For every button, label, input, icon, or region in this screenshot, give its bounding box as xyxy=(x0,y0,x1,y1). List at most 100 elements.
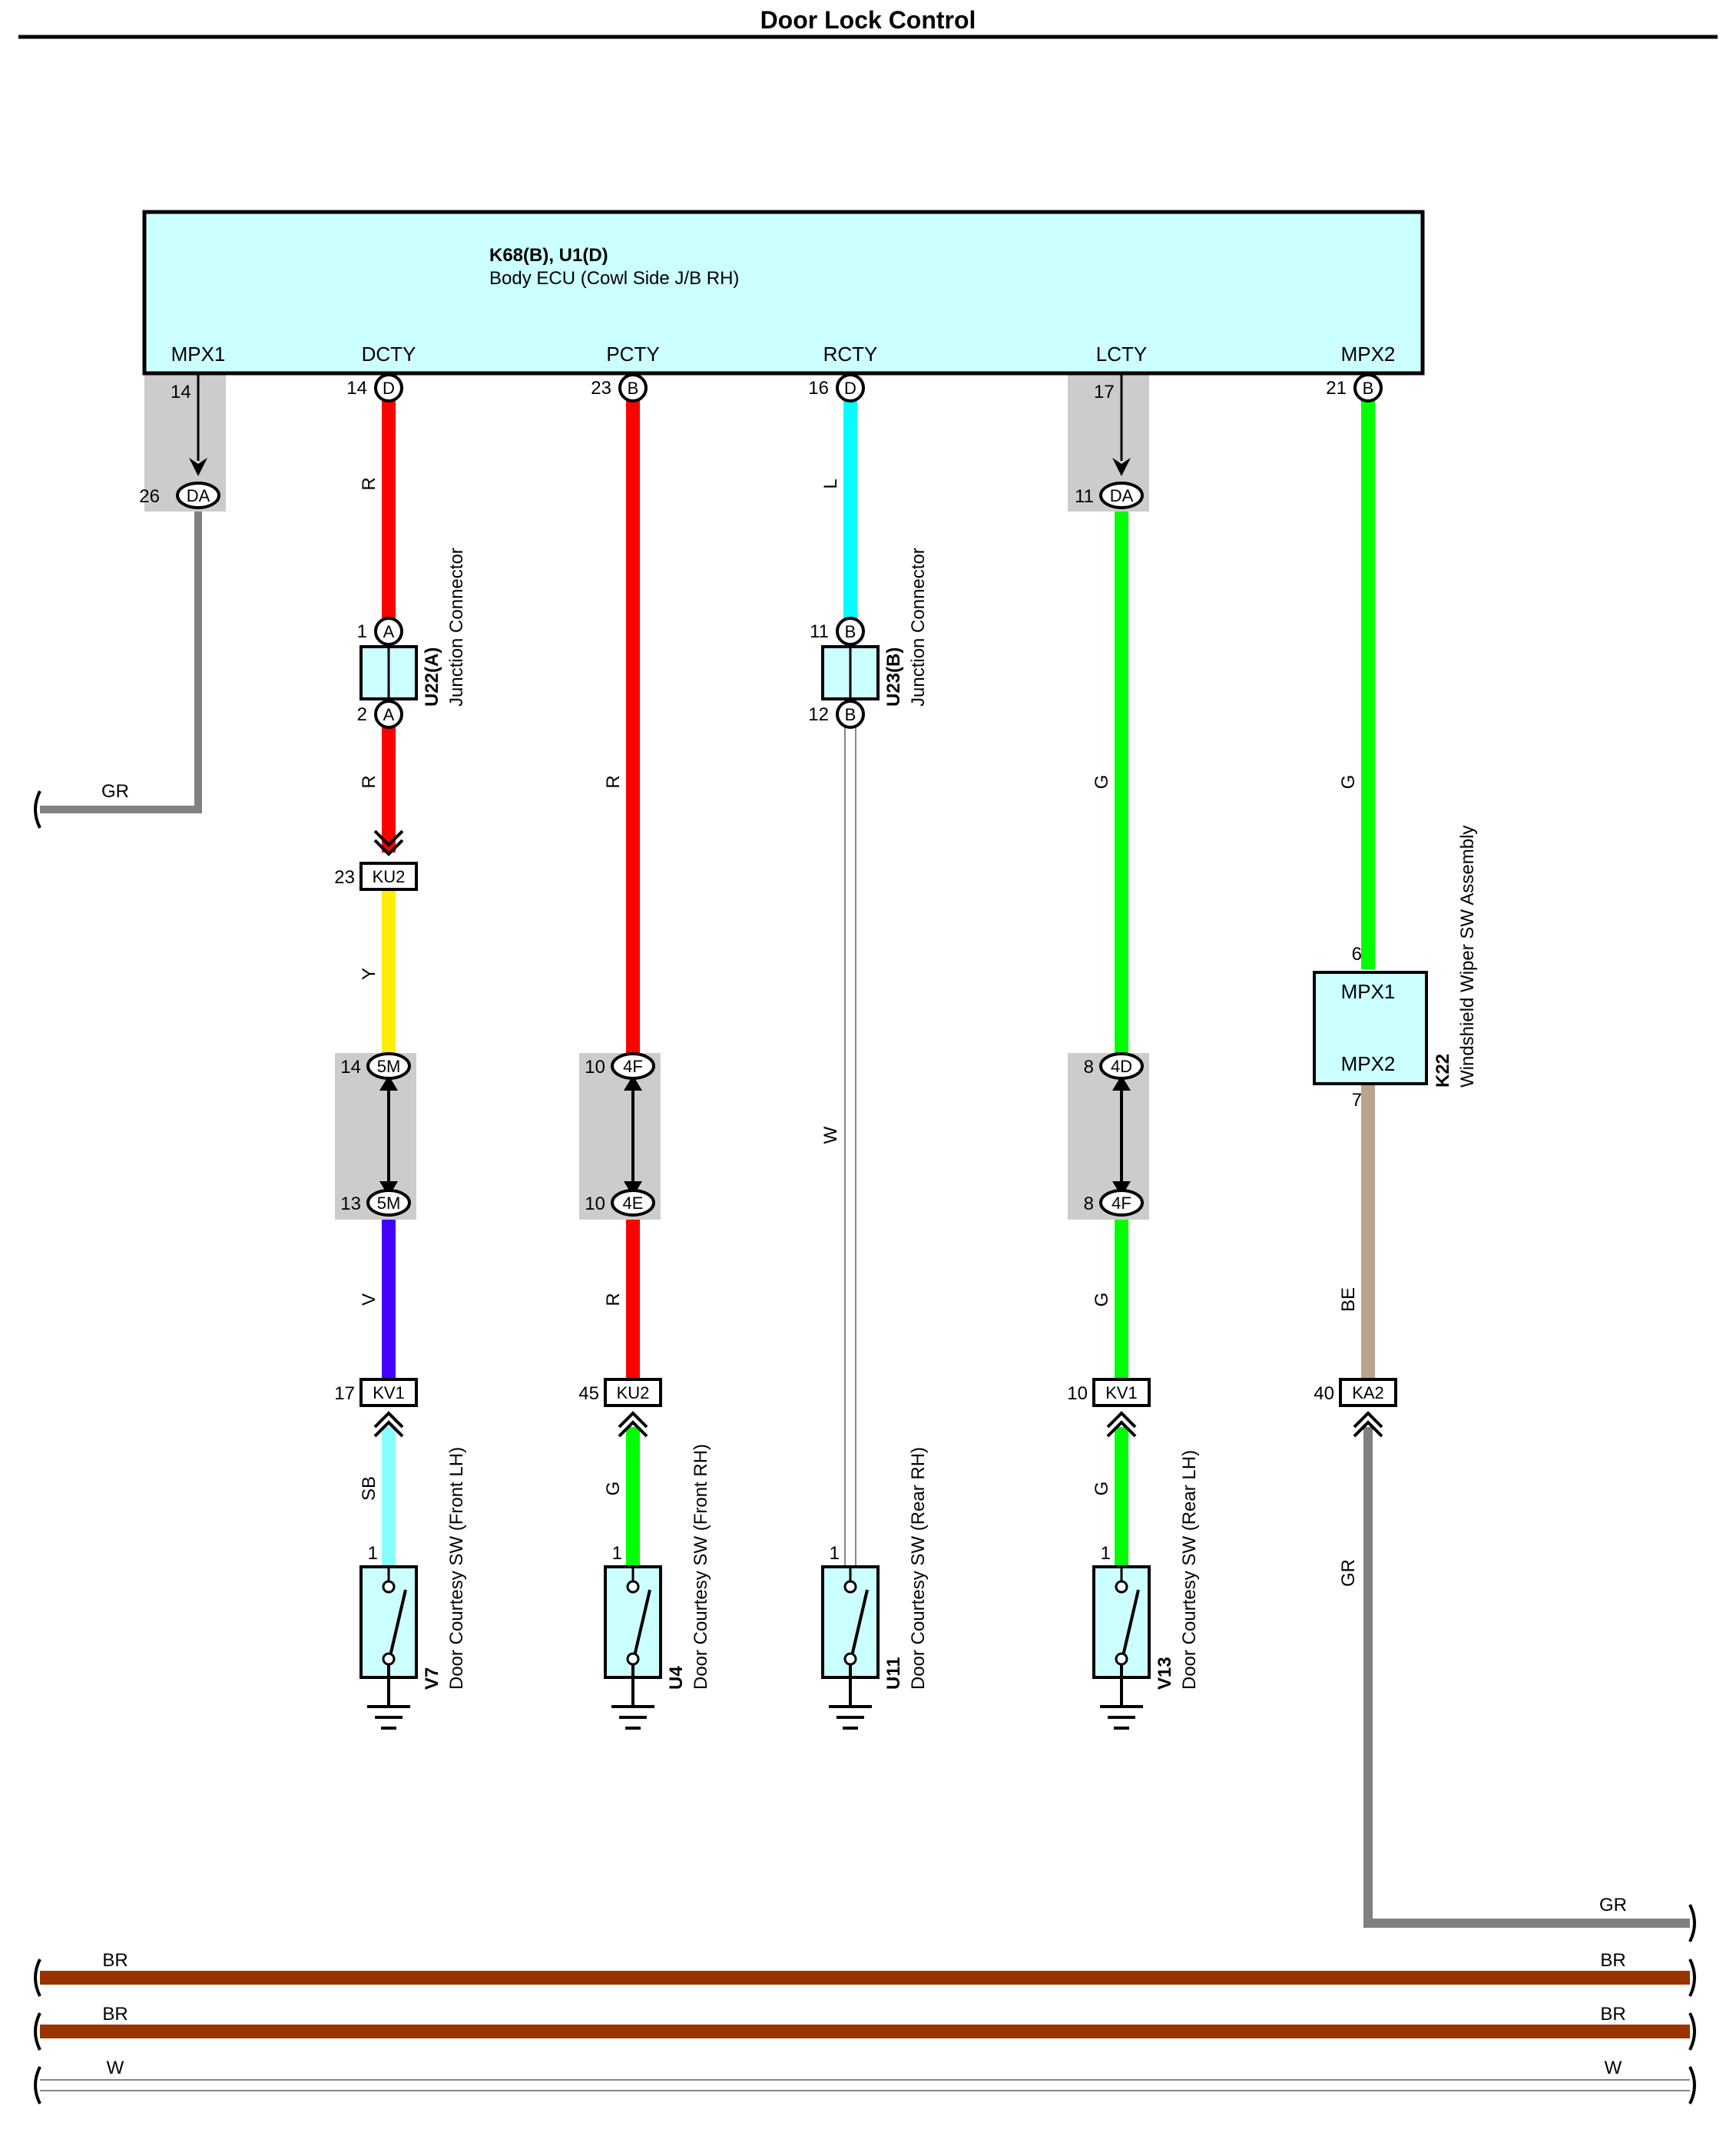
pin-number: 1 xyxy=(1101,1543,1111,1564)
ecu-terminal-pcty: PCTY xyxy=(606,343,659,366)
wire-color-label: W xyxy=(1605,2058,1622,2078)
inline-connector-box xyxy=(604,1378,662,1407)
connector-label: A xyxy=(383,622,395,641)
ground-icon xyxy=(829,1705,872,1730)
connector-label: D xyxy=(383,379,395,398)
connector-label: B xyxy=(845,705,856,724)
switch-contact xyxy=(1115,1580,1128,1594)
pin-number: 11 xyxy=(1075,486,1094,507)
switch-blade-icon xyxy=(1121,1589,1140,1657)
pin-number: 14 xyxy=(346,378,367,399)
wire-break-icon xyxy=(34,1959,41,1997)
column-lcty: 17 DA 11 G 4D 8 4F 8 G KV1 10 G 1 xyxy=(1067,375,1200,1730)
pin-number: 23 xyxy=(591,378,611,399)
connector-oval xyxy=(1099,482,1144,509)
ecu-code: K68(B), U1(D) xyxy=(489,245,608,266)
pin-number: 1 xyxy=(830,1543,840,1564)
wire-gr xyxy=(40,512,202,813)
wire-color-label: G xyxy=(1338,775,1359,790)
pin-number: 16 xyxy=(808,378,829,399)
switch-contact xyxy=(1115,1652,1128,1666)
wire-color-label: G xyxy=(1092,775,1112,790)
pin-number: 23 xyxy=(334,867,355,888)
connector-oval xyxy=(366,1052,411,1080)
connector-label: KU2 xyxy=(617,1383,650,1402)
ecu-name: Body ECU (Cowl Side J/B RH) xyxy=(489,268,739,289)
column-rcty: D 16 L B 11 B 12 U23(B) Junction Connect… xyxy=(808,373,929,1730)
ecu-terminal-rcty: RCTY xyxy=(823,343,878,366)
wire-color-label: BR xyxy=(1600,2004,1625,2025)
connector-arrow-icon xyxy=(373,1411,404,1429)
connector-label: 4E xyxy=(623,1194,644,1213)
connector-label: B xyxy=(845,622,856,641)
ecu-terminal-dcty: DCTY xyxy=(362,343,416,366)
inline-connector-box xyxy=(359,1378,418,1407)
wire-color-label: Y xyxy=(359,968,379,980)
connector-label: DA xyxy=(1110,486,1134,505)
connector-arrow-icon xyxy=(373,829,404,847)
wire-break-icon xyxy=(1688,1959,1696,1997)
connector-arrow-icon xyxy=(1106,1420,1137,1438)
switch-contact xyxy=(626,1652,640,1666)
connector-oval xyxy=(611,1189,655,1217)
connector-label: B xyxy=(1363,379,1374,398)
wire-break-icon xyxy=(1688,1904,1696,1942)
pin-number: 26 xyxy=(139,486,160,507)
wire-color-label: W xyxy=(820,1126,841,1144)
wire-color-label: L xyxy=(820,478,841,488)
column-mpx1: 14 DA 26 GR xyxy=(34,375,220,829)
pin-number: 10 xyxy=(585,1194,605,1214)
pair-arrow-icon xyxy=(379,1075,398,1091)
pin-number: 2 xyxy=(357,704,367,725)
junction-pin-in xyxy=(836,617,865,646)
wire-color-label: R xyxy=(603,775,624,788)
junction-pin-out xyxy=(836,700,865,729)
switch-id: U11 xyxy=(883,1657,904,1690)
pin-number: 14 xyxy=(171,382,191,402)
body-ecu-box xyxy=(142,210,1425,376)
wire-color-label: R xyxy=(359,477,379,490)
pin-number: 8 xyxy=(1084,1057,1094,1078)
bus-br-1: BR BR xyxy=(34,1950,1696,1997)
connector-arrow-icon xyxy=(618,1411,648,1429)
junction-id: U22(A) xyxy=(422,647,442,707)
wire-gr xyxy=(1363,1427,1690,1928)
pair-arrow-icon xyxy=(1112,1075,1131,1091)
switch-name: Door Courtesy SW (Front RH) xyxy=(691,1444,711,1690)
connector-label: 5M xyxy=(377,1057,401,1076)
ecu-terminal-mpx2: MPX2 xyxy=(1341,343,1396,366)
pin-number: 13 xyxy=(340,1194,361,1214)
ground-icon xyxy=(611,1705,654,1730)
wire-color-label: G xyxy=(1092,1482,1112,1496)
switch-blade-icon xyxy=(850,1589,869,1657)
pin-number: 12 xyxy=(808,704,829,725)
connector-arrow-icon xyxy=(1106,1411,1137,1429)
junction-name: Junction Connector xyxy=(908,548,929,707)
wire-color-label: BR xyxy=(1600,1950,1625,1971)
connector-oval xyxy=(1099,1052,1144,1080)
pin-number: 7 xyxy=(1352,1090,1362,1111)
inline-connector-box xyxy=(359,862,418,891)
pin-number: 8 xyxy=(1084,1194,1094,1214)
column-dcty: D 14 R A 1 A 2 U22(A) Junction Connector… xyxy=(334,373,467,1730)
wire-color-label: W xyxy=(107,2058,124,2078)
ecu-pin-connector xyxy=(1353,373,1383,402)
inline-connector-box xyxy=(1092,1378,1151,1407)
pin-number: 1 xyxy=(357,621,367,642)
ecu-pin-connector xyxy=(836,373,865,402)
ecu-pin-connector xyxy=(618,373,648,402)
module-name: Windshield Wiper SW Assembly xyxy=(1457,826,1478,1088)
switch-name: Door Courtesy SW (Rear LH) xyxy=(1179,1450,1200,1690)
ecu-terminal-mpx1: MPX1 xyxy=(171,343,226,366)
module-terminal-in: MPX1 xyxy=(1341,980,1396,1003)
connector-arrow-icon xyxy=(1353,1420,1383,1438)
connector-label: 4D xyxy=(1111,1057,1132,1076)
wire-color-label: G xyxy=(1092,1293,1112,1307)
diagram-title: Door Lock Control xyxy=(760,6,976,34)
wire-color-label: GR xyxy=(1338,1559,1359,1587)
pin-number: 1 xyxy=(368,1543,378,1564)
connector-label: KU2 xyxy=(373,867,406,886)
connector-oval xyxy=(176,482,220,509)
switch-contact xyxy=(382,1580,396,1594)
